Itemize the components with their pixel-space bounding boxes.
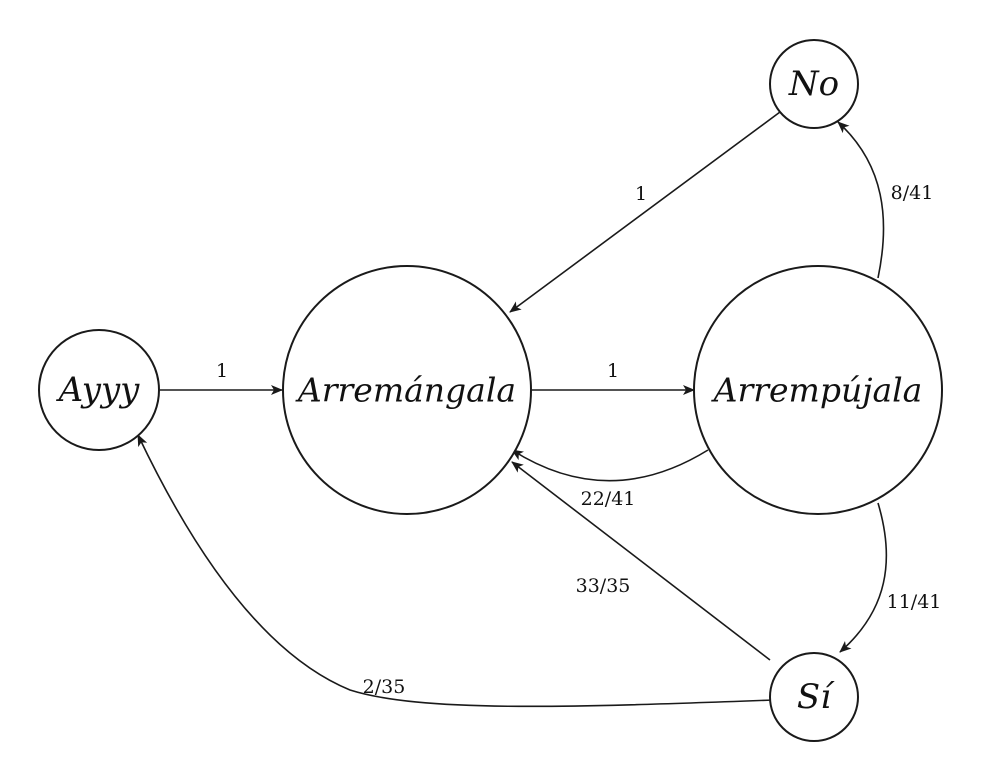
edge-arrempujala-to-no — [837, 121, 885, 279]
node-no-label: No — [788, 64, 839, 104]
edge-arrempujala-to-si — [839, 502, 888, 653]
edge-labels: 1 1 1 8/41 22/41 11/41 33/35 2/35 — [216, 182, 941, 698]
node-arrempujala-label: Arrempújala — [711, 371, 923, 410]
node-arremangala: Arremángala — [282, 265, 532, 515]
edge-si-to-ayyy — [137, 434, 774, 708]
node-no: No — [769, 39, 859, 129]
node-arremangala-circle — [282, 265, 532, 515]
node-ayyy: Ayyy — [38, 329, 160, 451]
node-arremangala-label: Arremángala — [295, 371, 516, 410]
label-si-to-ayyy: 2/35 — [363, 676, 406, 698]
node-arrempujala-circle — [693, 265, 943, 515]
label-arrempujala-to-si: 11/41 — [887, 591, 942, 613]
label-no-to-arremangala: 1 — [635, 183, 647, 205]
edges — [137, 111, 888, 708]
label-arrempujala-to-arremangala: 22/41 — [581, 488, 636, 510]
label-ayyy-to-arremangala: 1 — [216, 360, 228, 382]
edge-no-to-arremangala — [509, 111, 781, 313]
node-ayyy-label: Ayyy — [56, 370, 141, 410]
label-arremangala-to-arrempujala: 1 — [607, 360, 619, 382]
node-si-circle — [769, 652, 859, 742]
label-si-to-arremangala: 33/35 — [576, 575, 631, 597]
label-arrempujala-to-no: 8/41 — [891, 182, 934, 204]
node-no-circle — [769, 39, 859, 129]
node-si-label: Sí — [797, 677, 835, 717]
node-si: Sí — [769, 652, 859, 742]
node-ayyy-circle — [38, 329, 160, 451]
edge-si-to-arremangala — [511, 461, 771, 661]
node-arrempujala: Arrempújala — [693, 265, 943, 515]
edge-arrempujala-to-arremangala — [511, 449, 709, 482]
